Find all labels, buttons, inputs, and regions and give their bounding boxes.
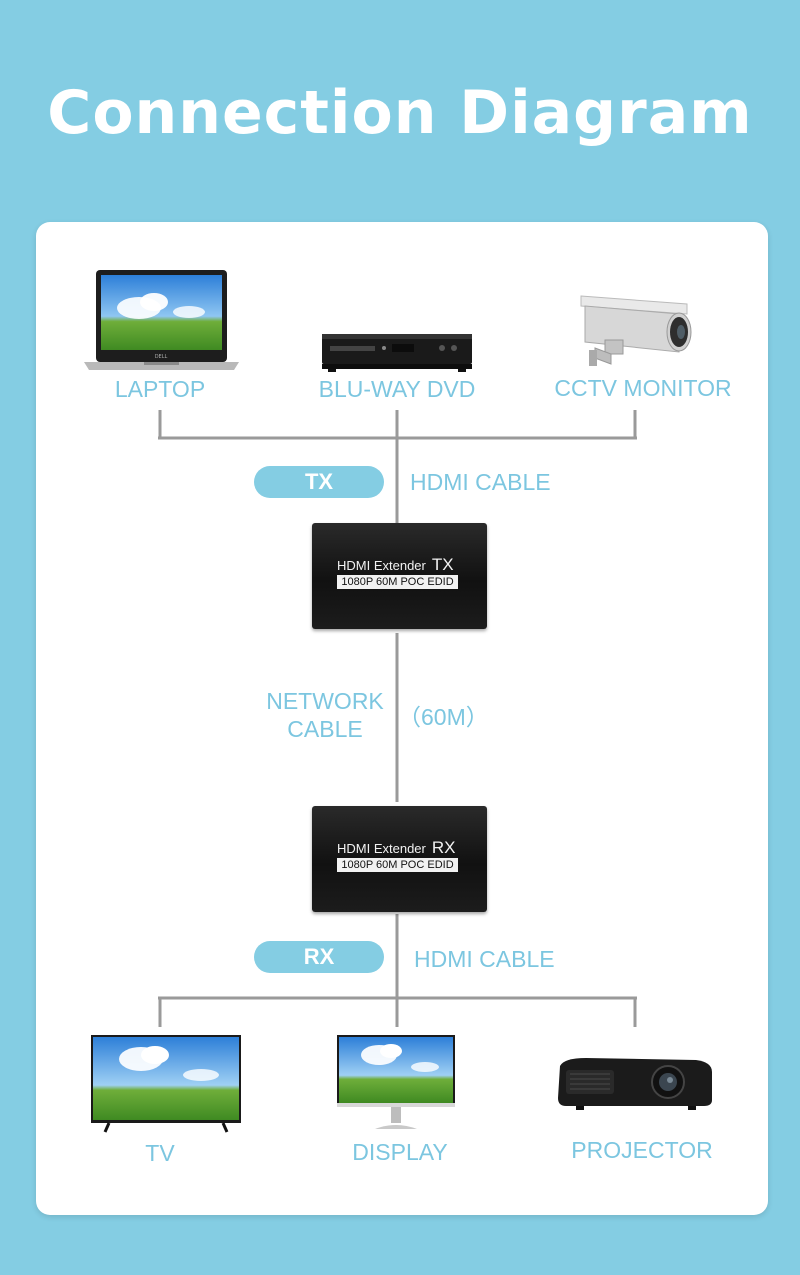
cctv-camera-icon [580,295,692,366]
transmitter-device: HDMI Extender TX 1080P 60M POC EDID [312,523,487,629]
transmitter-spec: 1080P 60M POC EDID [337,575,458,589]
receiver-name: HDMI Extender [337,841,426,856]
network-length-label: （60M） [398,704,489,730]
page-title: Connection Diagram [47,78,753,148]
network-label-line2: CABLE [287,716,363,742]
network-label-line1: NETWORK [266,688,384,714]
transmitter-name: HDMI Extender [337,558,426,573]
monitor-icon [337,1035,455,1129]
rx-cable-label: HDMI CABLE [414,946,555,972]
output-label-display: DISPLAY [352,1139,448,1165]
output-label-tv: TV [145,1140,175,1166]
source-label-laptop: LAPTOP [114,376,206,402]
output-label-projector: PROJECTOR [571,1137,713,1163]
tx-cable-label: HDMI CABLE [410,469,551,495]
receiver-kind: RX [431,838,456,857]
svg-text:DELL: DELL [155,354,168,360]
receiver-device: HDMI Extender RX 1080P 60M POC EDID [312,806,487,912]
tv-icon [91,1035,241,1133]
source-label-dvd: BLU-WAY DVD [318,376,476,402]
projector-icon [558,1058,712,1110]
source-label-cctv: CCTV MONITOR [554,375,732,401]
receiver-spec: 1080P 60M POC EDID [337,858,458,872]
transmitter-kind: TX [431,555,454,574]
laptop-icon: DELL [84,270,239,370]
dvd-player-icon [322,334,472,372]
rx-badge: RX [254,941,384,973]
tx-badge: TX [254,466,384,498]
